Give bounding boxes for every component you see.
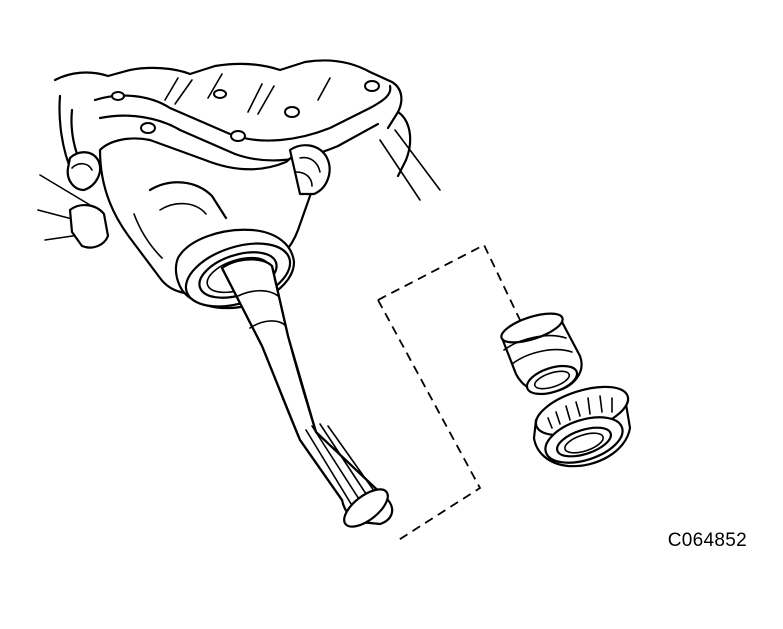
output-shaft bbox=[220, 258, 394, 528]
exploded-view-bracket bbox=[377, 243, 521, 542]
tapered-roller-bearing bbox=[532, 385, 632, 468]
illustration-code: C064852 bbox=[667, 530, 747, 551]
spacer-collar bbox=[500, 312, 583, 396]
